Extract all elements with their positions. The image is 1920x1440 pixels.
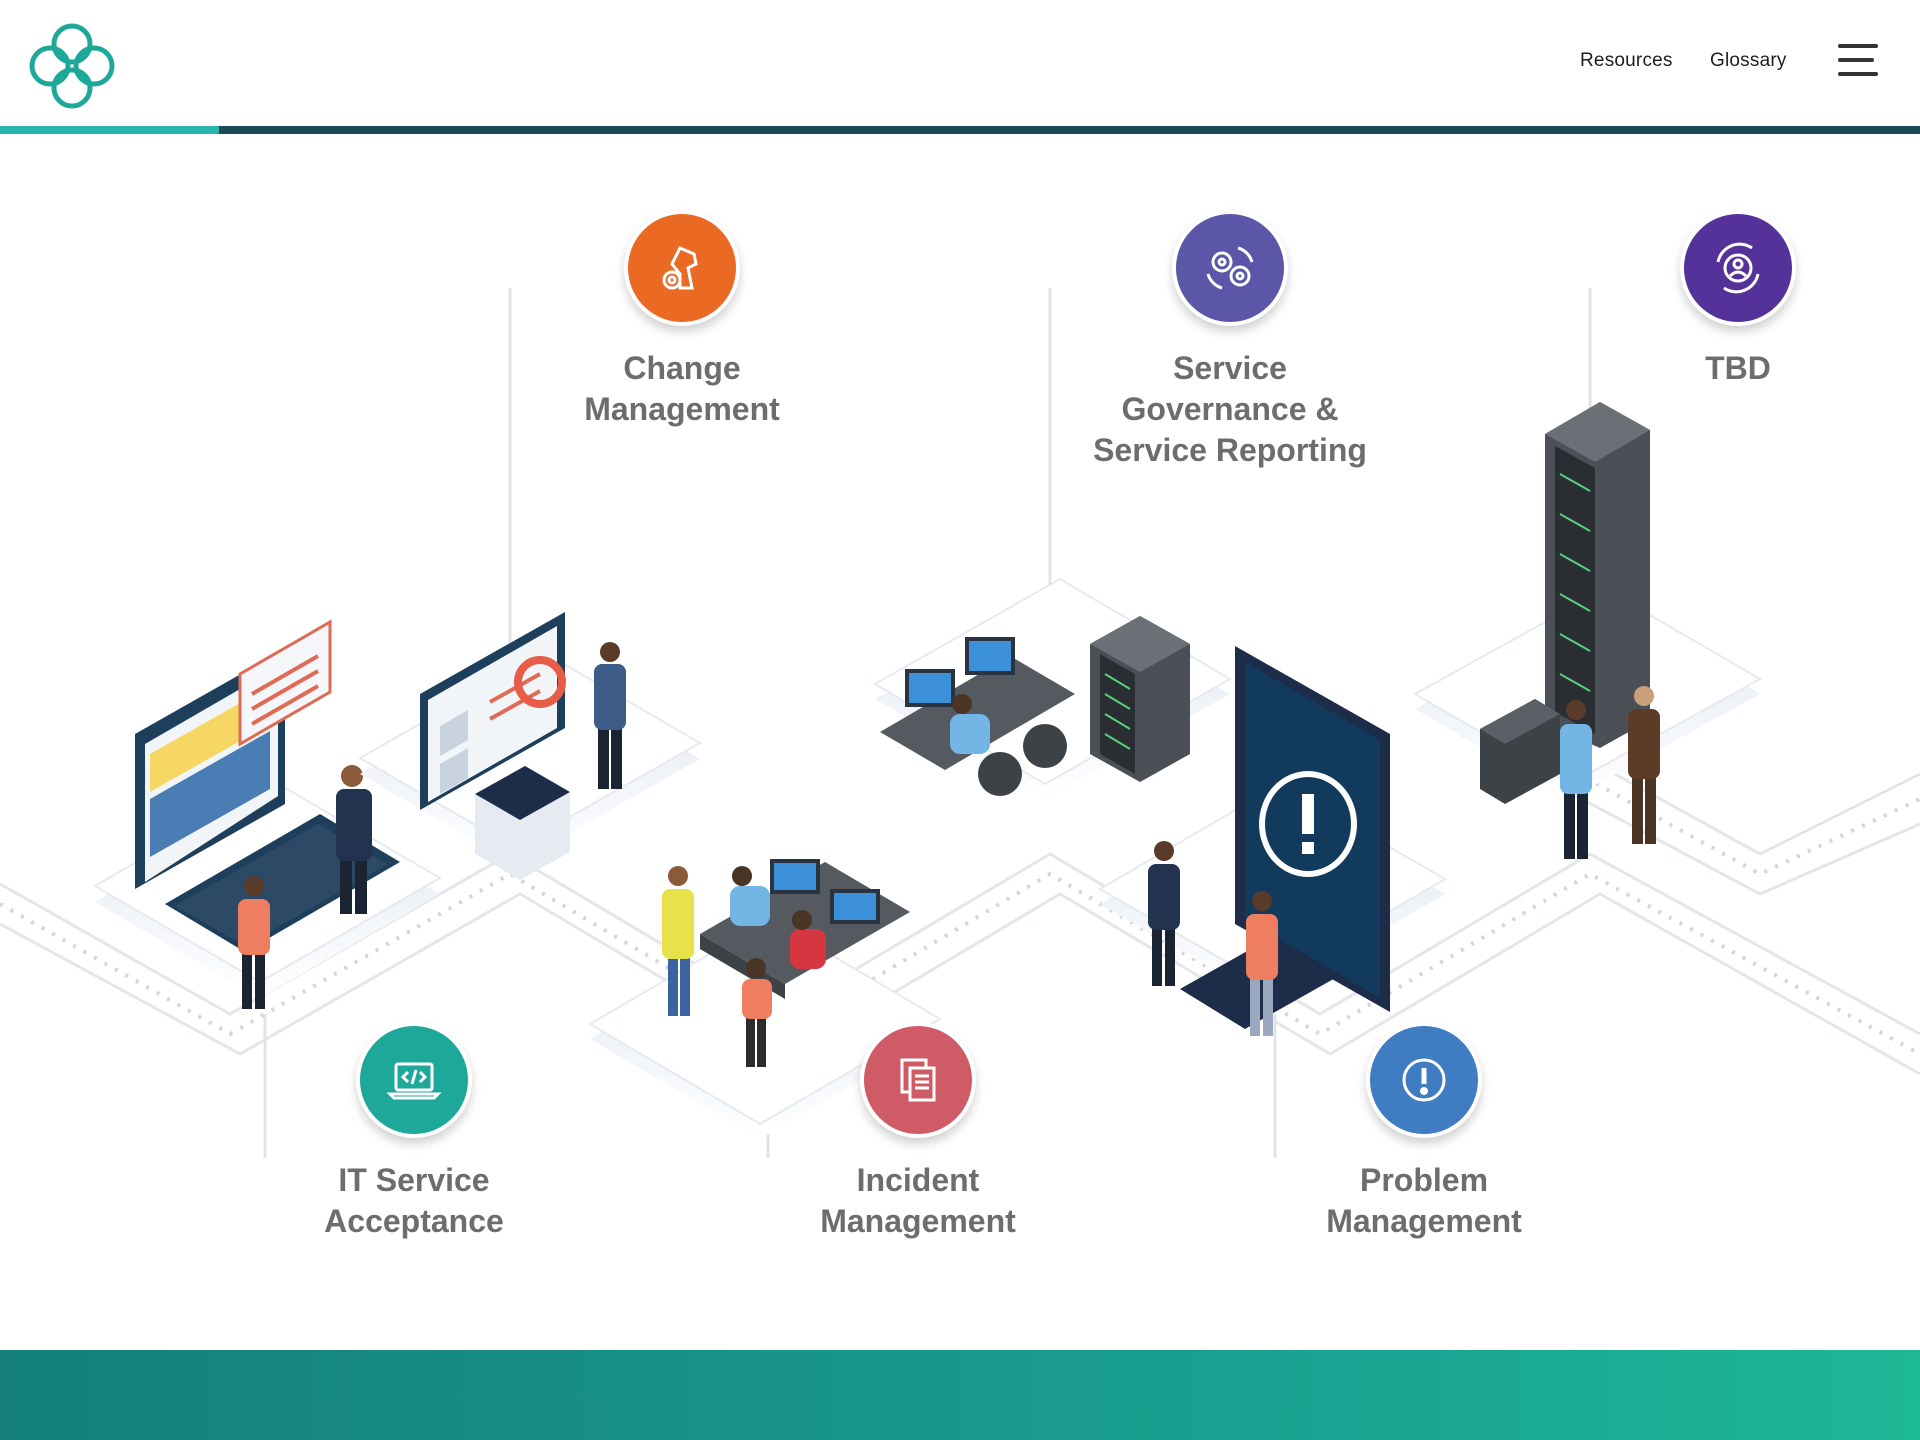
footer-band [0,1350,1920,1440]
hamburger-menu-icon[interactable] [1838,40,1888,84]
platform-problem-management [1098,646,1447,1036]
documents-icon [860,1022,976,1138]
step-label: Incident Management [820,1162,1016,1239]
logo-icon[interactable] [24,18,120,114]
platform-change-management [357,612,703,880]
exclamation-icon [1366,1022,1482,1138]
step-change-management[interactable]: Change Management [522,210,842,430]
laptop-code-icon [356,1022,472,1138]
chess-knight-gear-icon [624,210,740,326]
process-illustration: Change Management Service Governance & S… [0,134,1920,1350]
step-label: Service Governance & Service Reporting [1093,350,1367,468]
step-label: TBD [1705,350,1771,386]
step-tbd[interactable]: TBD [1578,210,1898,389]
nav-resources-link[interactable]: Resources [1580,50,1673,71]
platform-incident-management [588,859,942,1139]
step-incident-management[interactable]: Incident Management [758,1022,1078,1242]
step-label: Problem Management [1326,1162,1522,1239]
gears-cycle-icon [1172,210,1288,326]
header-divider-accent [0,126,219,134]
user-cycle-icon [1680,210,1796,326]
step-problem-management[interactable]: Problem Management [1264,1022,1584,1242]
platform-service-governance [873,577,1232,799]
step-label: IT Service Acceptance [324,1162,504,1239]
platform-tbd [1412,402,1763,859]
header-divider [0,126,1920,134]
step-service-governance[interactable]: Service Governance & Service Reporting [1080,210,1380,471]
step-label: Change Management [584,350,780,427]
header: Resources Glossary [0,0,1920,134]
nav-glossary-link[interactable]: Glossary [1710,50,1787,71]
step-it-service-acceptance[interactable]: IT Service Acceptance [254,1022,574,1242]
platform-it-service-acceptance [93,619,442,1009]
